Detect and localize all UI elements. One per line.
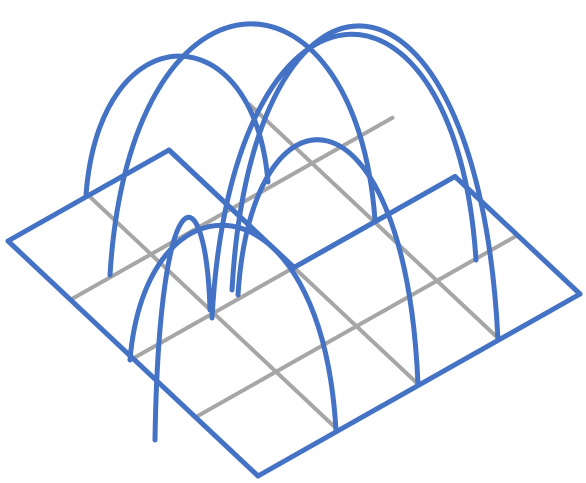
arch-curves xyxy=(83,21,501,443)
arch-curve xyxy=(229,23,501,343)
grid-line xyxy=(193,233,520,420)
arch-curve xyxy=(127,222,339,433)
arch-curve xyxy=(152,214,213,443)
frame-edge xyxy=(5,147,172,244)
arch-curve xyxy=(235,137,421,387)
arch-curve xyxy=(209,31,479,321)
frame-edge xyxy=(5,238,261,479)
arch-curve xyxy=(107,21,378,278)
frame-edge xyxy=(452,174,583,297)
arch-curve xyxy=(83,53,271,198)
